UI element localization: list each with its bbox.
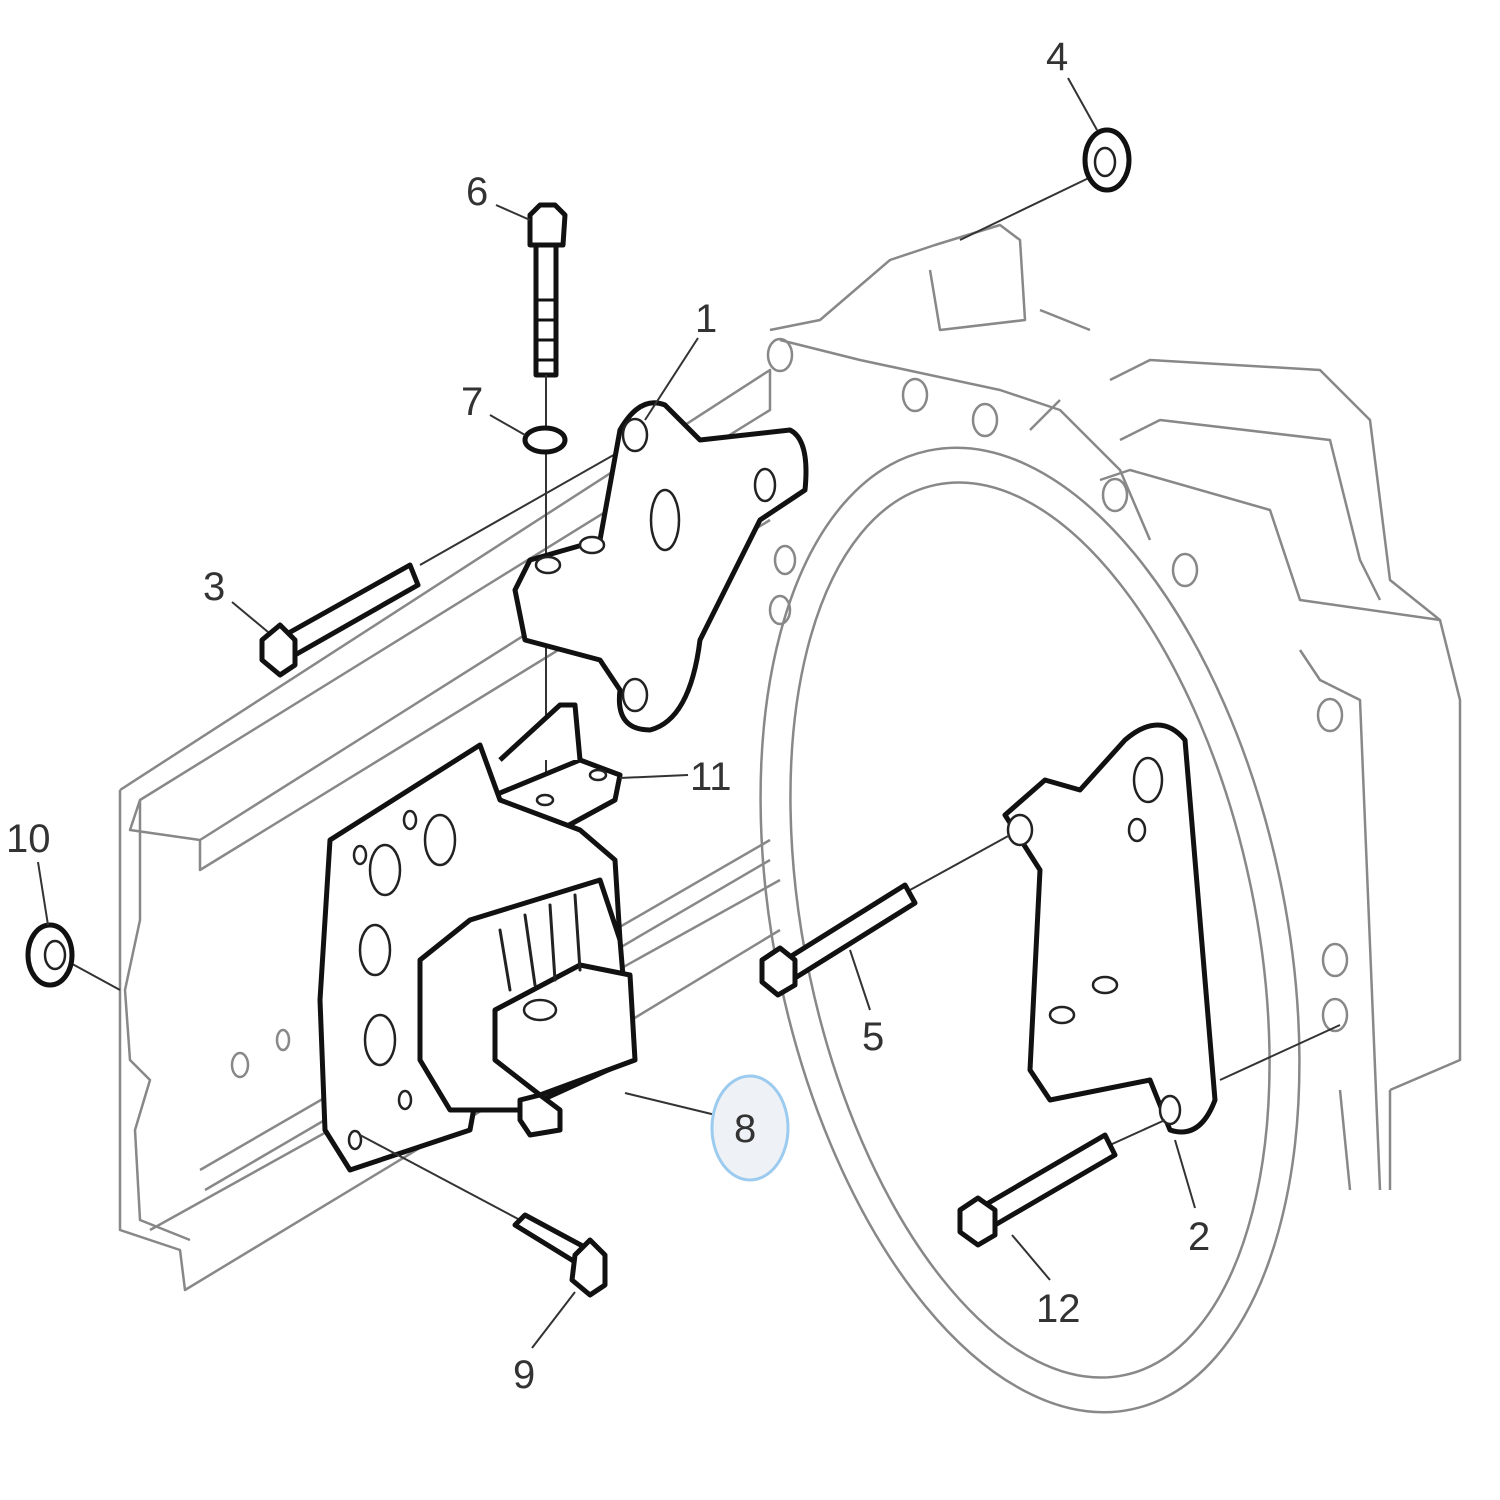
bolt-12: [957, 1119, 1166, 1248]
callout-4[interactable]: 4: [1046, 35, 1068, 79]
callout-5[interactable]: 5: [862, 1015, 884, 1059]
callout-11[interactable]: 11: [690, 755, 732, 799]
bracket-1: [419, 400, 809, 733]
washer-7: [522, 425, 568, 455]
callout-3[interactable]: 3: [203, 565, 225, 609]
callout-7[interactable]: 7: [461, 380, 483, 424]
bolt-5: [759, 834, 1011, 998]
leader-lines: [37, 77, 1196, 1349]
callout-6[interactable]: 6: [466, 170, 488, 214]
bolt-9: [359, 1134, 608, 1298]
housing-bolt-holes: [766, 337, 1349, 1033]
callout-12[interactable]: 12: [1036, 1287, 1081, 1331]
nut-4: [959, 127, 1132, 241]
callout-9[interactable]: 9: [513, 1353, 535, 1397]
bracket-2: [1002, 722, 1341, 1135]
bolt-6: [527, 202, 568, 1010]
nut-10: [25, 922, 121, 991]
callout-8[interactable]: 8: [734, 1107, 756, 1151]
mount-holes: [347, 809, 457, 1151]
callout-8-highlight[interactable]: [710, 1074, 790, 1182]
callout-10[interactable]: 10: [6, 817, 51, 861]
bolt-3: [259, 562, 421, 678]
callouts: 1 2 3 4 5 6 7 8 9 10 11 12: [6, 35, 1210, 1397]
engine-mount-8: [317, 742, 638, 1173]
callout-1[interactable]: 1: [695, 297, 717, 341]
callout-2[interactable]: 2: [1188, 1215, 1210, 1259]
